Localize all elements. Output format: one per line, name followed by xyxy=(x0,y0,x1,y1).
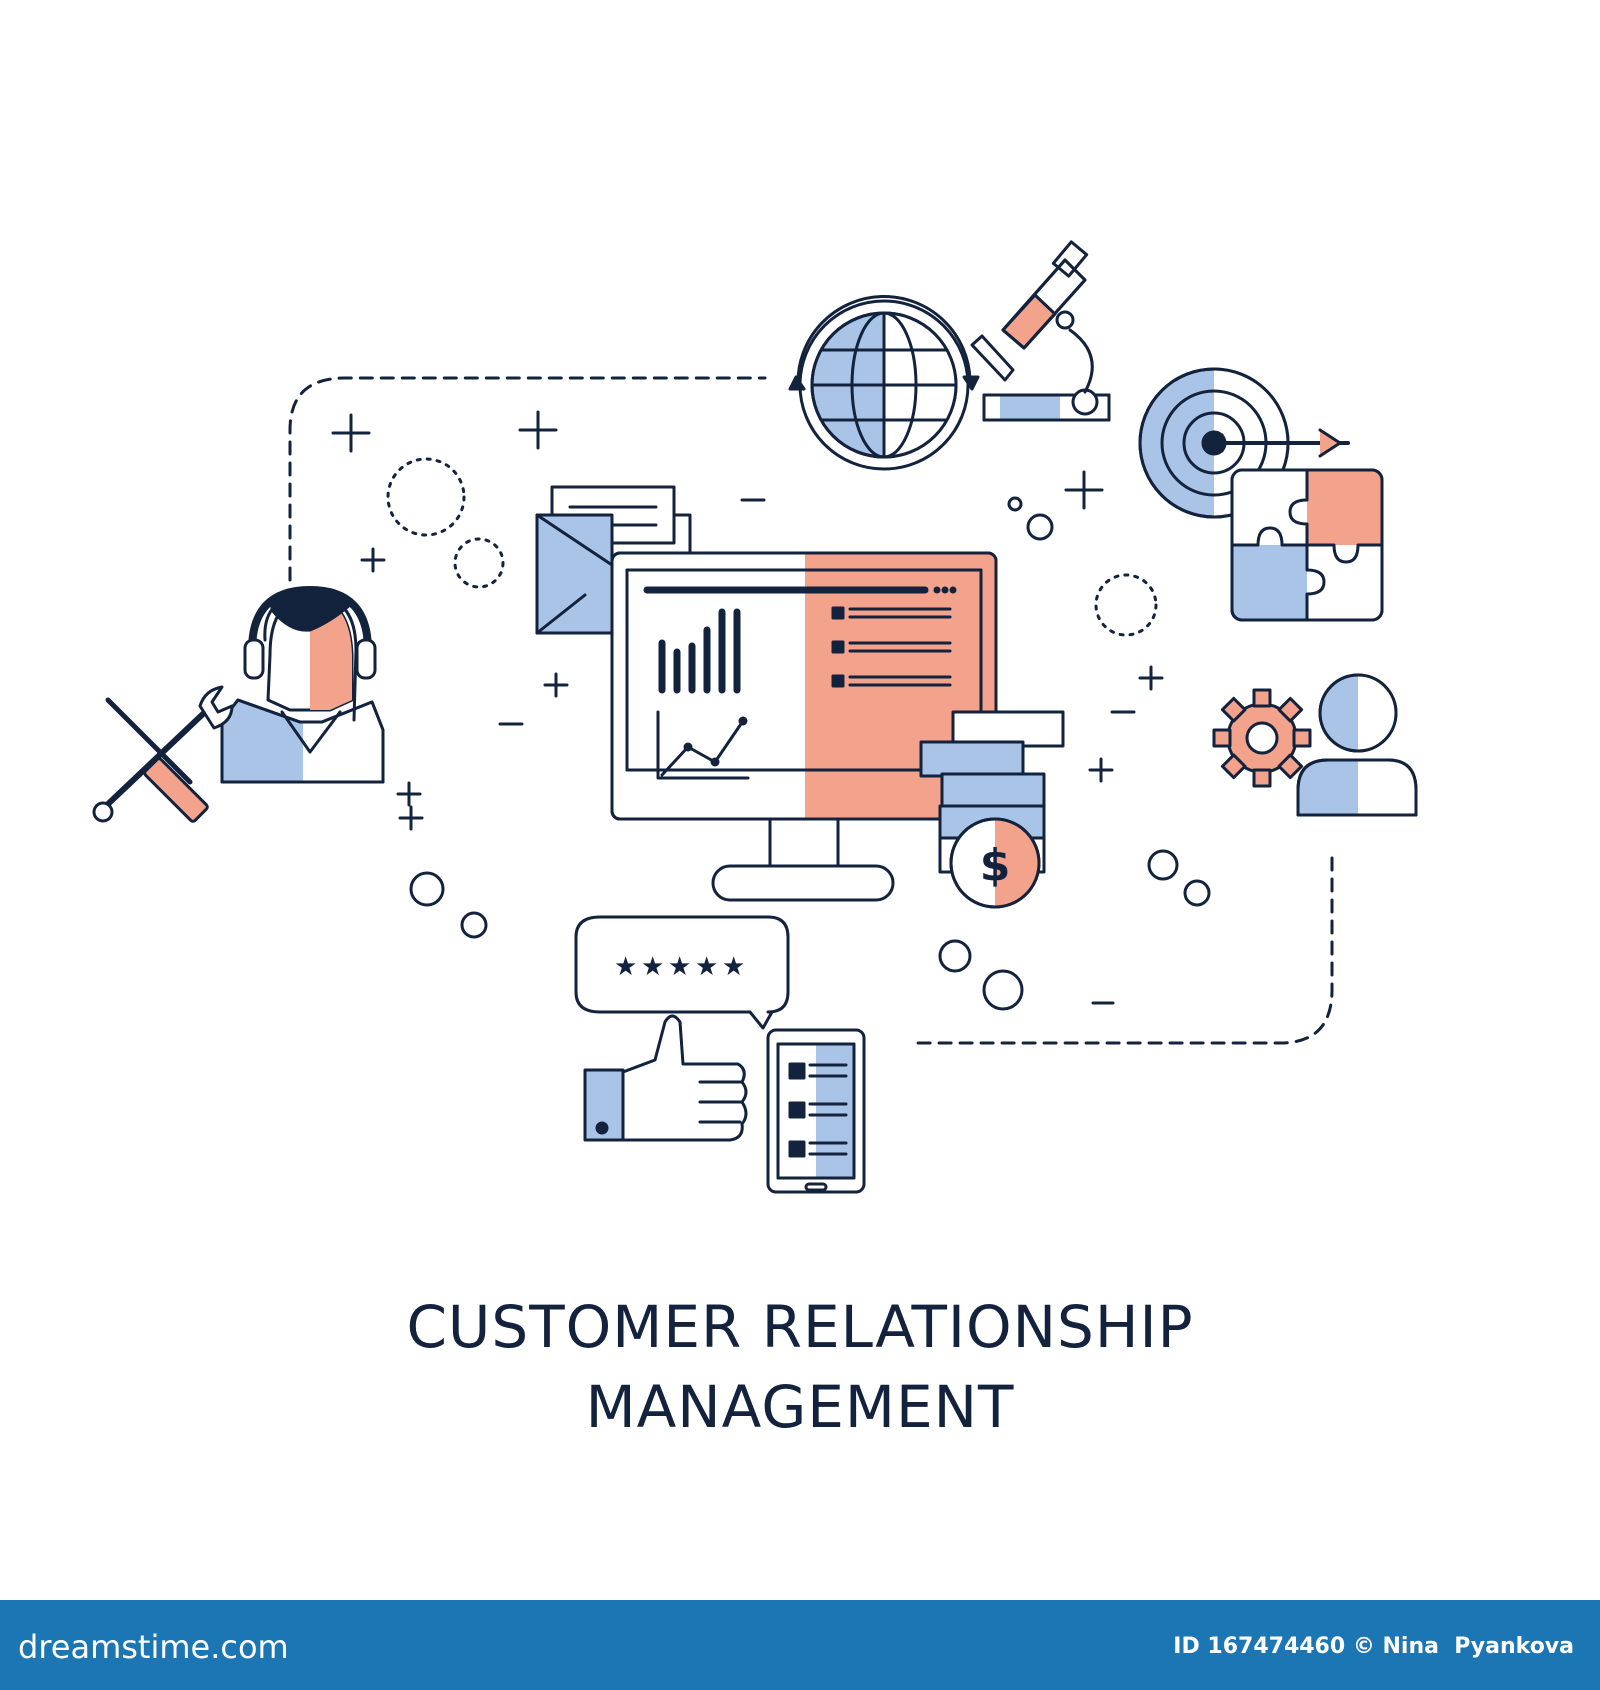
svg-text:★: ★ xyxy=(695,952,718,982)
svg-text:★: ★ xyxy=(641,952,664,982)
tools-icon xyxy=(92,685,234,823)
crm-illustration: $ xyxy=(92,240,1418,1194)
support-agent-icon xyxy=(220,586,385,784)
footer-site-logo: dreamstime.com xyxy=(18,1628,289,1666)
svg-text:★: ★ xyxy=(722,952,745,982)
computer-dashboard-icon xyxy=(610,551,998,902)
thumbs-up-icon xyxy=(583,1014,748,1142)
title-line-1: CUSTOMER RELATIONSHIP xyxy=(406,1293,1194,1361)
svg-text:$: $ xyxy=(980,840,1011,891)
coins-dollar-icon: $ xyxy=(919,710,1065,909)
user-icon xyxy=(1296,673,1418,817)
envelope-icon xyxy=(535,485,692,635)
decorations xyxy=(331,410,1211,1011)
rating-bubble-icon: ★ ★ ★ ★ ★ xyxy=(574,915,790,1030)
title-line-2: MANAGEMENT xyxy=(585,1373,1015,1441)
footer-credit: ID 167474460 © Nina Pyankova xyxy=(1173,1634,1574,1659)
microscope-icon xyxy=(970,240,1111,422)
globe-icon xyxy=(788,294,980,471)
connector-lines xyxy=(288,376,1334,1045)
puzzle-icon xyxy=(1230,468,1384,622)
svg-text:★: ★ xyxy=(614,952,637,982)
footer-bar: dreamstime.com ID 167474460 © Nina Pyank… xyxy=(0,1600,1600,1690)
phone-list-icon xyxy=(766,1028,866,1194)
svg-text:★: ★ xyxy=(668,952,691,982)
gear-icon xyxy=(1212,688,1312,788)
